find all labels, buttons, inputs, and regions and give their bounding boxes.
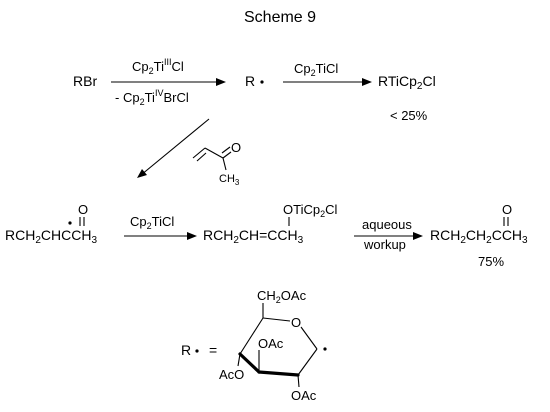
- workup-bottom: workup: [363, 237, 406, 252]
- ketone-radical: O RCH2CHCCH3: [5, 202, 97, 246]
- radical-dot: [260, 80, 264, 84]
- glucopyranosyl-radical: CH2OAc O OAc AcO OAc: [219, 288, 327, 403]
- svg-text:OTiCp2Cl: OTiCp2Cl: [283, 202, 337, 219]
- diagonal-arrow-head: [137, 169, 147, 178]
- diagonal-arrow-shaft: [140, 118, 210, 176]
- anomeric-radical-dot: [323, 347, 327, 351]
- oac-bottom: OAc: [291, 388, 317, 403]
- product-ketone: O RCH2CH2CCH3: [430, 202, 528, 246]
- r-label: R: [181, 342, 191, 358]
- workup-top: aqueous: [362, 217, 412, 232]
- reagent-cp2ti-iii-cl: Cp2TiIIICl: [132, 57, 184, 76]
- reagent-cp2ticl-1: Cp2TiCl: [294, 61, 338, 78]
- oac-top: OAc: [258, 336, 284, 351]
- r-radical: R: [245, 73, 255, 89]
- titanium-enolate: OTiCp2Cl RCH2CH=CCH3: [203, 202, 337, 246]
- ch3-label: CH3: [219, 173, 240, 187]
- arrow-3-head: [187, 232, 197, 240]
- r-radical-dot: [195, 349, 199, 353]
- arrow-2-head: [362, 78, 372, 86]
- ring-oxygen: O: [291, 315, 301, 330]
- product-rticp2cl: RTiCp2Cl: [378, 73, 436, 92]
- svg-text:O: O: [502, 202, 512, 217]
- arrow-1-head: [216, 78, 226, 86]
- arrow-4-head: [413, 232, 423, 240]
- equals-sign: =: [209, 342, 217, 358]
- svg-text:RCH2CH2CCH3: RCH2CH2CCH3: [430, 227, 528, 246]
- methyl-vinyl-ketone: O CH3: [192, 140, 241, 187]
- svg-text:O: O: [231, 140, 241, 155]
- scheme-title: Scheme 9: [244, 9, 316, 26]
- svg-text:O: O: [78, 202, 88, 217]
- rbr-reactant: RBr: [73, 73, 97, 89]
- yield-2: 75%: [478, 254, 504, 269]
- reagent-minus-cp2ti-iv-brcl: - Cp2TiIVBrCl: [115, 88, 189, 107]
- yield-1: < 25%: [390, 108, 428, 123]
- ch2oac-label: CH2OAc: [257, 288, 307, 305]
- svg-text:RCH2CHCCH3: RCH2CHCCH3: [5, 227, 97, 246]
- aco-left: AcO: [219, 367, 244, 382]
- svg-text:RCH2CH=CCH3: RCH2CH=CCH3: [203, 227, 304, 246]
- reagent-cp2ticl-2: Cp2TiCl: [130, 214, 174, 231]
